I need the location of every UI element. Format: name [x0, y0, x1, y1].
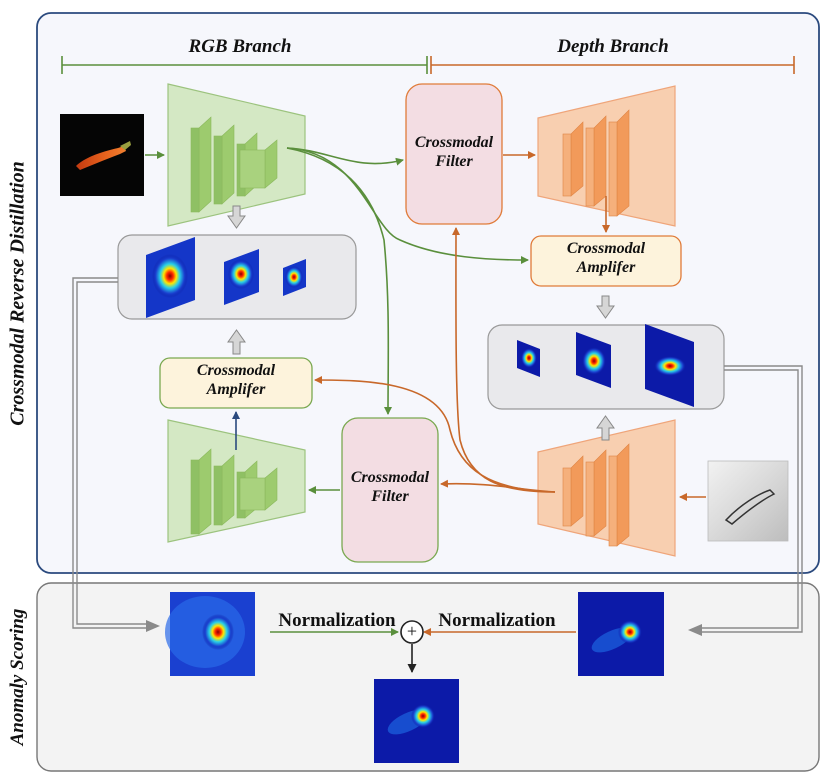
depth-anomaly-map — [578, 592, 664, 676]
depth-branch-label: Depth Branch — [557, 36, 669, 57]
normalization-rgb-label: Normalization — [278, 610, 396, 631]
amplifier-top-label: Crossmodal Amplifer — [531, 239, 681, 277]
pipe-rgb-arrowhead — [146, 620, 160, 632]
fusion-plus-node — [400, 620, 424, 644]
depth-encoder-bottom — [537, 419, 676, 557]
amplifier-top-line1: Crossmodal — [566, 240, 646, 257]
rgb-encoder — [167, 83, 306, 227]
rgb-anomaly-map — [165, 592, 255, 676]
amplifier-bottom-line2: Amplifer — [206, 381, 266, 399]
depth-branch-bracket — [430, 56, 795, 74]
rgb-feature-map-small — [283, 259, 306, 296]
crossmodal-filter-top — [405, 83, 503, 225]
filter-bottom-line2: Filter — [371, 488, 409, 506]
pipe-depth-arrowhead — [688, 624, 702, 636]
crossmodal-filter-bottom — [341, 417, 439, 563]
filter-bottom-label: Crossmodal Filter — [332, 468, 448, 506]
distillation-panel-title: Crossmodal Reverse Distillation — [6, 161, 29, 426]
pipe-depth-to-scoring — [700, 365, 803, 633]
fused-anomaly-map — [374, 679, 459, 763]
filter-top-line1: Crossmodal — [414, 134, 494, 151]
depth-feature-map-small — [517, 340, 540, 377]
fusion-plus-symbol: + — [406, 621, 418, 641]
crossmodal-amplifier-bottom — [159, 357, 313, 409]
rgb-branch-bracket — [61, 56, 428, 74]
depth-input-image — [707, 460, 789, 542]
crossmodal-amplifier-top — [530, 235, 682, 287]
pipe-rgb-to-scoring — [72, 277, 148, 629]
amplifier-bottom-line1: Crossmodal — [196, 362, 276, 379]
rgb-branch-label: RGB Branch — [188, 36, 292, 57]
rgb-feature-map-medium — [224, 249, 259, 305]
gray-block-arrows — [227, 205, 615, 441]
depth-feature-map-medium — [576, 332, 611, 388]
arrow-rgb-encoder-to-bottom-filter — [286, 147, 393, 415]
filter-bottom-line1: Crossmodal — [350, 469, 430, 486]
amplifier-bottom-label: Crossmodal Amplifer — [160, 361, 312, 399]
rgb-feature-map-large — [146, 237, 195, 318]
depth-feature-map-large — [645, 324, 694, 407]
filter-top-line2: Filter — [435, 153, 473, 171]
amplifier-top-line2: Amplifer — [576, 259, 636, 277]
arrow-depth-encoder-to-rgb-amplifier — [314, 376, 556, 493]
filter-top-label: Crossmodal Filter — [396, 133, 512, 171]
normalization-depth-label: Normalization — [438, 610, 556, 631]
depth-decoder-top — [537, 85, 676, 227]
rgb-decoder-bottom — [167, 419, 306, 543]
rgb-input-image — [60, 114, 144, 196]
scoring-panel-title: Anomaly Scoring — [7, 608, 28, 746]
